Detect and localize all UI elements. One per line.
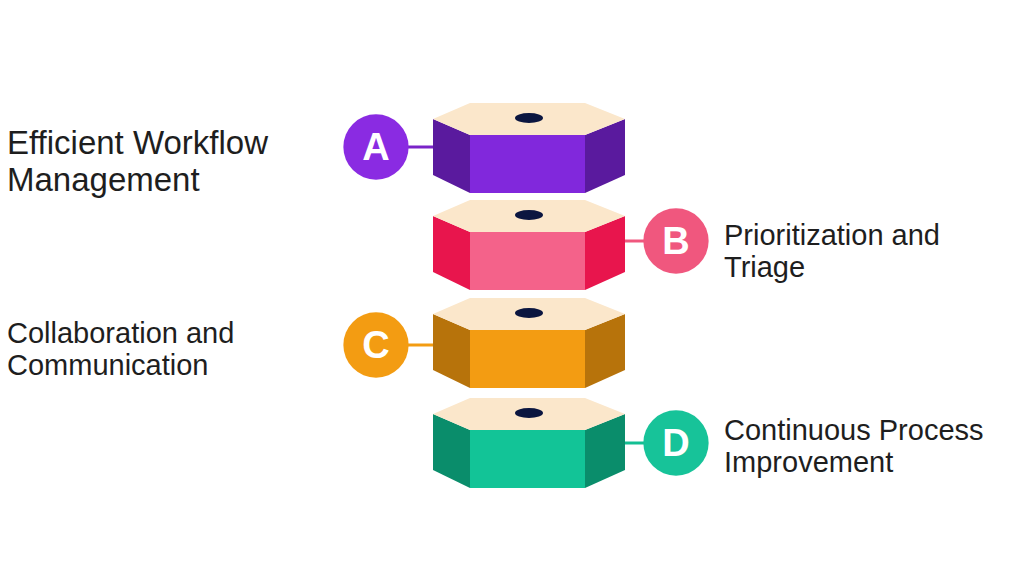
badge-letter: B xyxy=(662,222,689,260)
hex-prism xyxy=(433,200,625,290)
badge-letter: A xyxy=(362,128,389,166)
letter-badge: D xyxy=(642,409,710,477)
letter-badge: A xyxy=(342,113,410,181)
badge-letter: D xyxy=(662,424,689,462)
letter-badge: B xyxy=(642,207,710,275)
leader-line xyxy=(405,344,436,347)
leader-line xyxy=(622,442,646,445)
badge-letter: C xyxy=(362,326,389,364)
letter-badge: C xyxy=(342,311,410,379)
hex-prism xyxy=(433,103,625,193)
step-label: Efficient Workflow Management xyxy=(7,125,317,199)
hex-prism xyxy=(433,298,625,388)
step-label: Collaboration and Communication xyxy=(7,317,297,382)
leader-line xyxy=(405,146,436,149)
step-label: Prioritization and Triage xyxy=(724,219,994,284)
leader-line xyxy=(622,240,646,243)
step-label: Continuous Process Improvement xyxy=(724,414,1024,479)
hex-prism xyxy=(433,398,625,488)
